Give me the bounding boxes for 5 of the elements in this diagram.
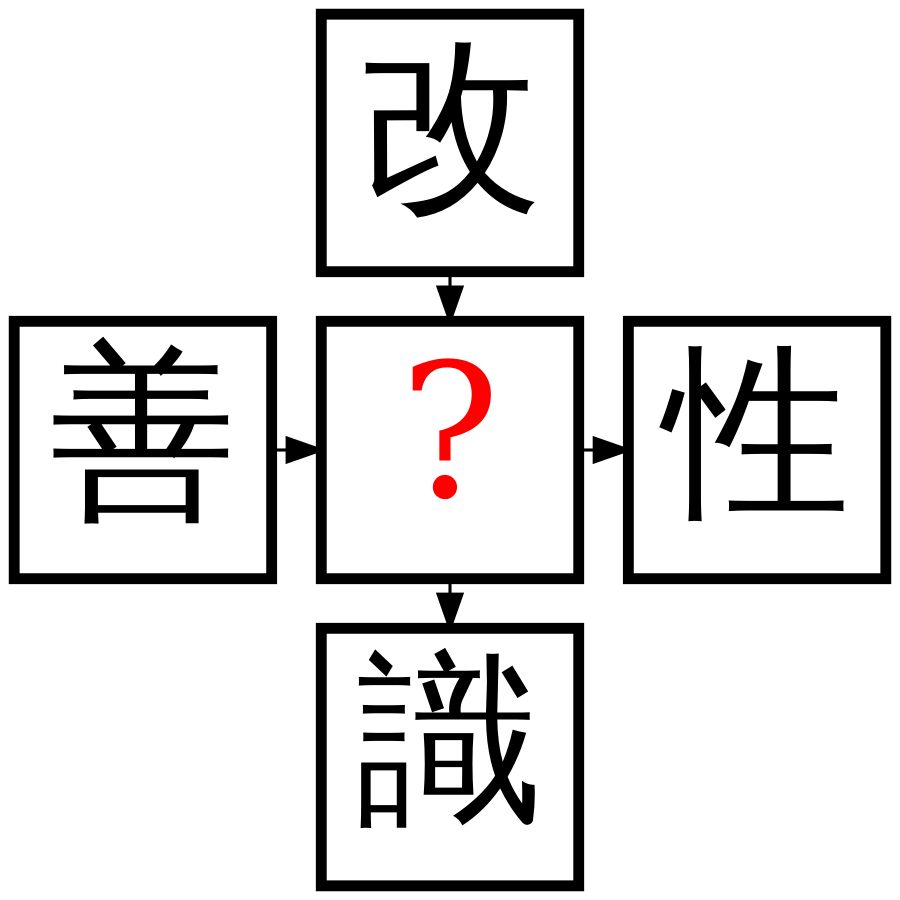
- node-box: 性: [622, 316, 892, 584]
- node-box: ?: [316, 316, 584, 584]
- node-box: 識: [316, 622, 584, 892]
- node-box: 善: [8, 316, 278, 584]
- node-box: 改: [316, 8, 584, 278]
